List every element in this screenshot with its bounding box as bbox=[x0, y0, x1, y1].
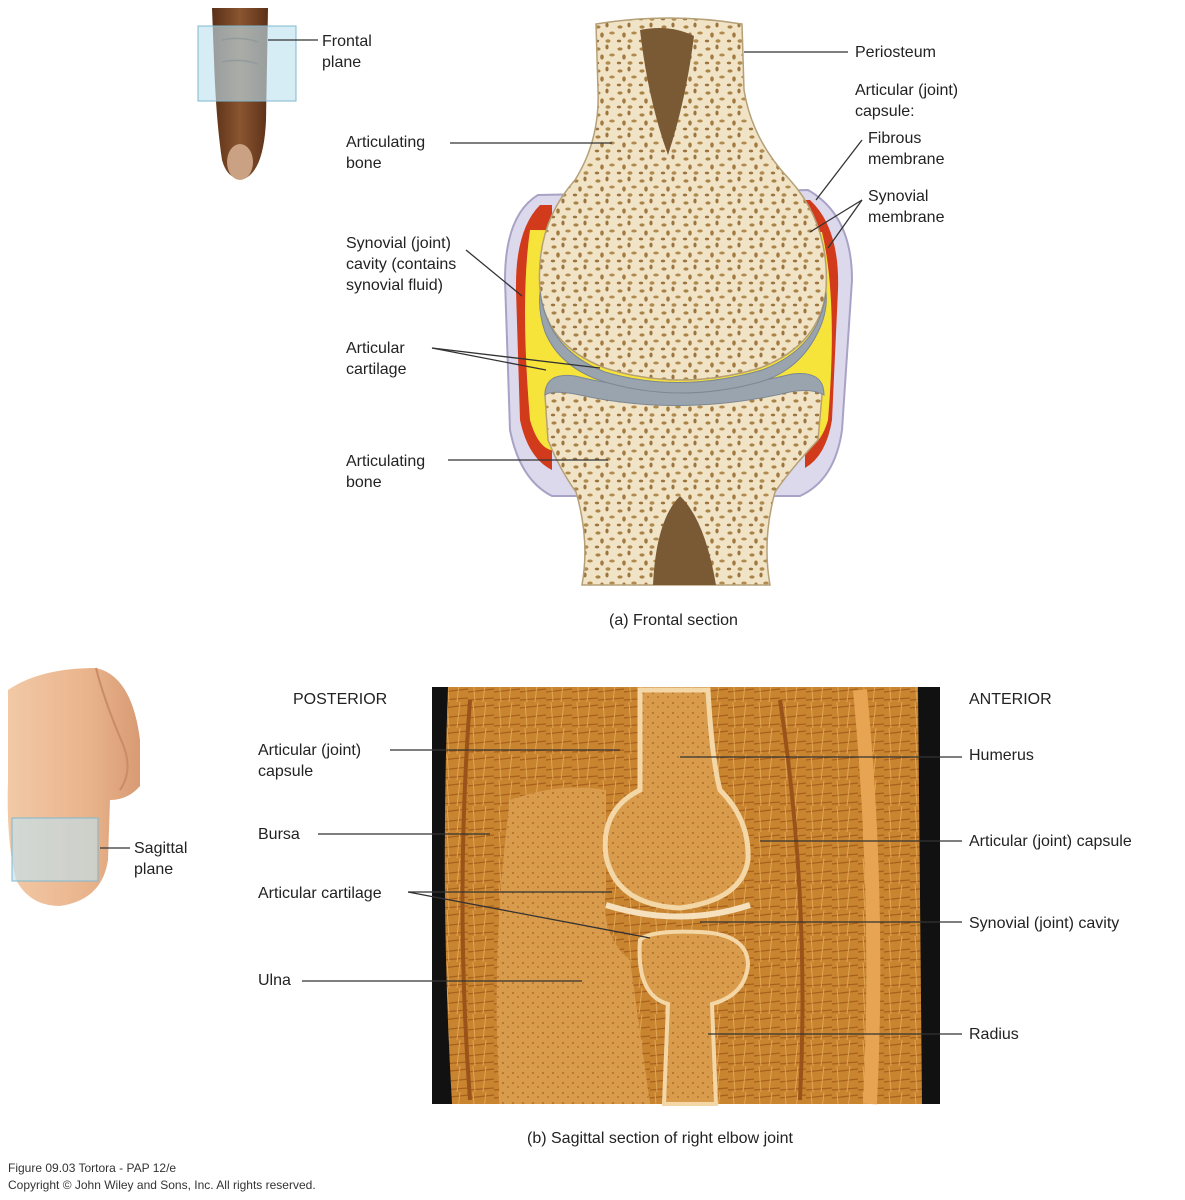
label-periosteum: Periosteum bbox=[855, 44, 936, 61]
label-articulating-bone-top: Articulating bone bbox=[346, 134, 426, 172]
label-ulna: Ulna bbox=[258, 972, 291, 989]
label-articular-capsule: Articular (joint) capsule: bbox=[855, 82, 959, 120]
label-synovial-membrane: Synovial membrane bbox=[868, 188, 945, 226]
label-humerus: Humerus bbox=[969, 747, 1034, 764]
copyright-notice: Copyright © John Wiley and Sons, Inc. Al… bbox=[8, 1178, 316, 1192]
label-articulating-bone-bottom: Articulating bone bbox=[346, 453, 426, 491]
label-anterior: ANTERIOR bbox=[969, 691, 1052, 708]
figure-credit: Figure 09.03 Tortora - PAP 12/e bbox=[8, 1161, 177, 1175]
label-articular-capsule-left: Articular (joint) capsule bbox=[258, 742, 362, 780]
caption-frontal: (a) Frontal section bbox=[609, 612, 738, 629]
label-radius: Radius bbox=[969, 1026, 1019, 1043]
label-frontal-plane: Frontal plane bbox=[322, 33, 372, 71]
label-posterior: POSTERIOR bbox=[293, 691, 388, 708]
frontal-plane bbox=[197, 25, 297, 102]
label-articular-capsule-right: Articular (joint) capsule bbox=[969, 833, 1132, 850]
frontal-leader-lines bbox=[268, 39, 863, 461]
caption-sagittal: (b) Sagittal section of right elbow join… bbox=[527, 1130, 793, 1147]
sagittal-leader-lines bbox=[100, 749, 962, 1035]
label-articular-cartilage-sagittal: Articular cartilage bbox=[258, 885, 382, 902]
label-articular-cartilage-frontal: Articular cartilage bbox=[346, 340, 407, 378]
arm-thumbnail bbox=[7, 667, 140, 906]
sagittal-plane bbox=[11, 817, 99, 882]
label-synovial-cavity: Synovial (joint) cavity (contains synovi… bbox=[346, 235, 457, 294]
label-sagittal-plane: Sagittal plane bbox=[134, 840, 188, 878]
label-bursa: Bursa bbox=[258, 826, 300, 843]
label-synovial-cavity-sagittal: Synovial (joint) cavity bbox=[969, 915, 1120, 932]
finger-thumbnail bbox=[197, 8, 297, 180]
joint-frontal-diagram bbox=[503, 17, 854, 586]
label-fibrous-membrane: Fibrous membrane bbox=[868, 130, 945, 168]
